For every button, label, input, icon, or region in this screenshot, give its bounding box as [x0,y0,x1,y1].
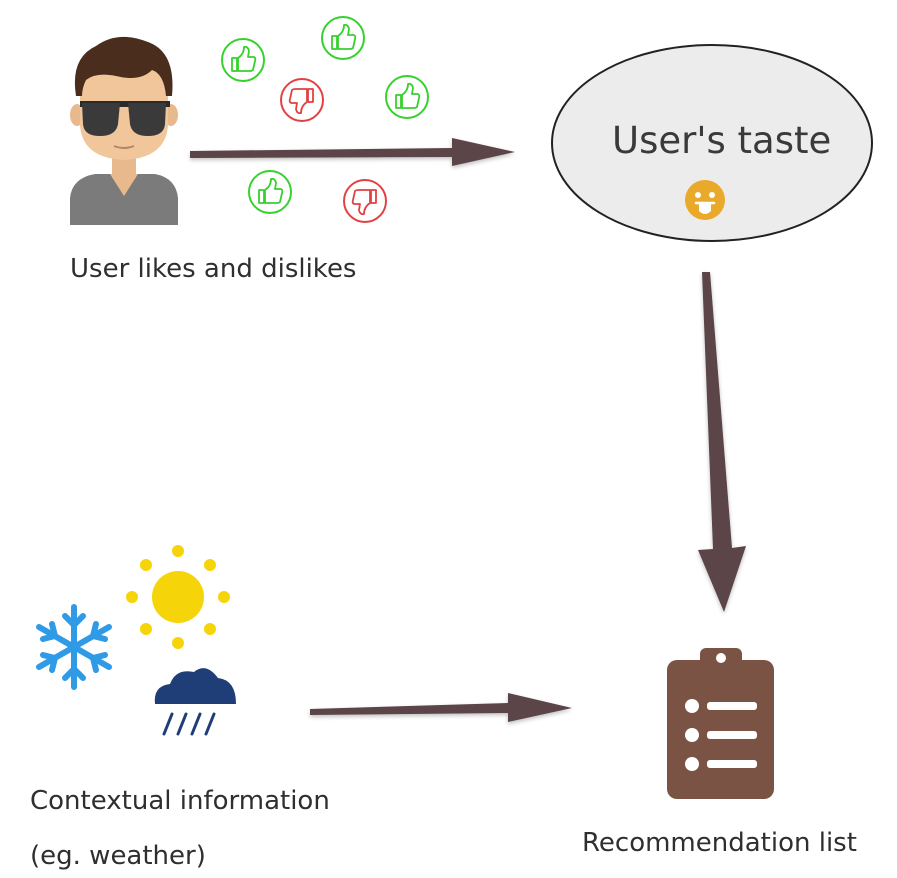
snowflake-icon [36,604,112,690]
user-likes-dislikes-label: User likes and dislikes [70,254,357,284]
clipboard-list-icon [667,648,774,799]
user-taste-node [551,44,873,242]
arrow-taste-to-recommendation [698,272,746,612]
contextual-information-label: Contextual information [30,786,330,816]
thumbs-up-icon [385,75,429,119]
user-taste-label: User's taste [612,119,832,162]
tongue-out-emoji-icon [685,180,725,220]
contextual-example-label: (eg. weather) [30,841,206,871]
thumbs-up-icon [248,170,292,214]
sun-icon [126,545,230,649]
rain-cloud-icon [154,668,236,736]
thumbs-up-icon [321,16,365,60]
thumbs-down-icon [280,78,324,122]
user-with-sunglasses-icon [70,36,178,225]
arrow-user-to-taste [190,138,515,166]
thumbs-up-icon [221,38,265,82]
recommendation-list-label: Recommendation list [582,828,857,858]
arrow-context-to-recommendation [310,693,572,722]
thumbs-down-icon [343,179,387,223]
